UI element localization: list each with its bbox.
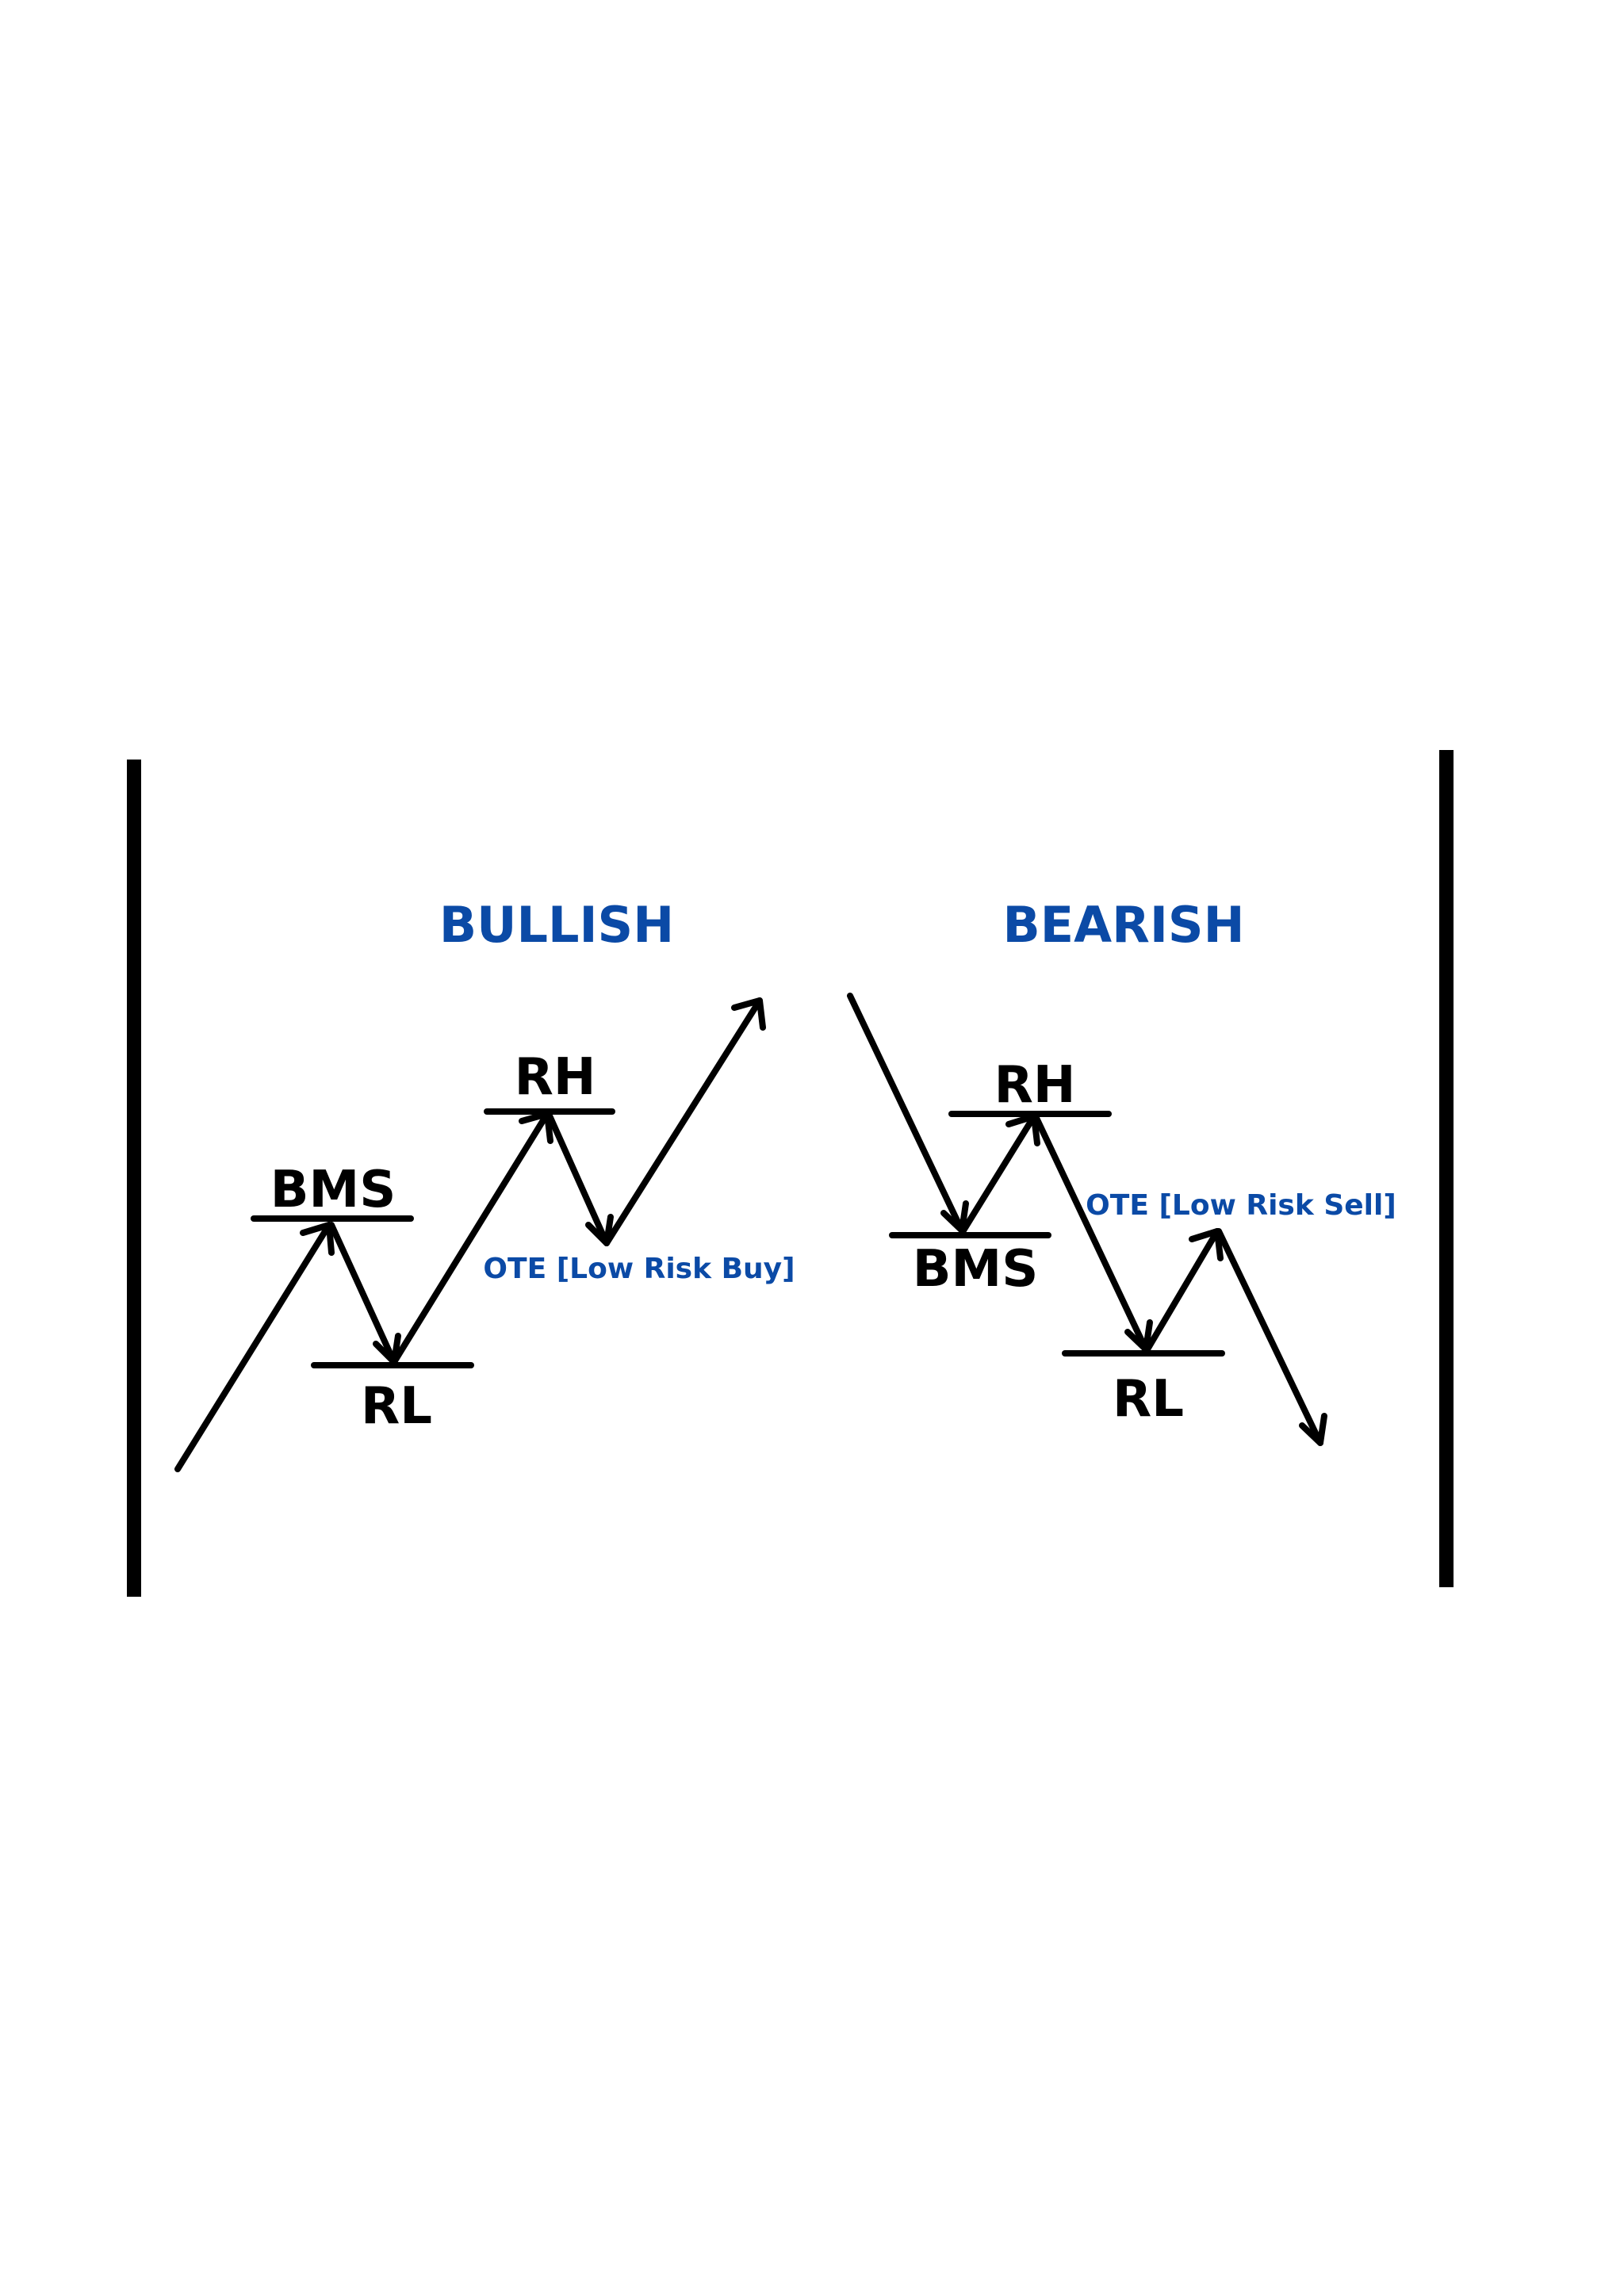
bearish-title: BEARISH — [1003, 896, 1245, 954]
bullish-title: BULLISH — [439, 896, 674, 954]
bullish-leg-4 — [546, 1111, 610, 1246]
right-border-bar — [1439, 750, 1454, 1587]
bearish-ote-label: OTE [Low Risk Sell] — [1086, 1189, 1396, 1222]
bullish-leg-2 — [328, 1222, 397, 1365]
bearish-rl-label: RL — [1113, 1370, 1184, 1429]
bearish-leg-4 — [1144, 1228, 1220, 1353]
bullish-rl-label: RL — [361, 1377, 432, 1436]
bearish-bms-label: BMS — [913, 1240, 1039, 1299]
bearish-leg-5 — [1216, 1228, 1323, 1446]
bullish-leg-5-arrowhead — [731, 997, 766, 1031]
bullish-leg-1 — [174, 1222, 332, 1472]
bearish-rh-label: RH — [994, 1056, 1076, 1115]
bullish-structure — [174, 997, 766, 1472]
bearish-structure — [847, 993, 1327, 1446]
bullish-bms-label: BMS — [270, 1161, 396, 1219]
bearish-leg-1 — [847, 993, 965, 1234]
bullish-ote-label: OTE [Low Risk Buy] — [483, 1253, 795, 1285]
bearish-leg-5-arrowhead — [1299, 1413, 1327, 1446]
left-border-bar — [127, 760, 141, 1597]
bullish-leg-3 — [391, 1111, 550, 1365]
bullish-leg-5 — [603, 997, 763, 1246]
bearish-leg-3 — [1032, 1113, 1149, 1353]
bullish-rh-label: RH — [515, 1048, 596, 1107]
bearish-leg-2 — [960, 1113, 1037, 1234]
